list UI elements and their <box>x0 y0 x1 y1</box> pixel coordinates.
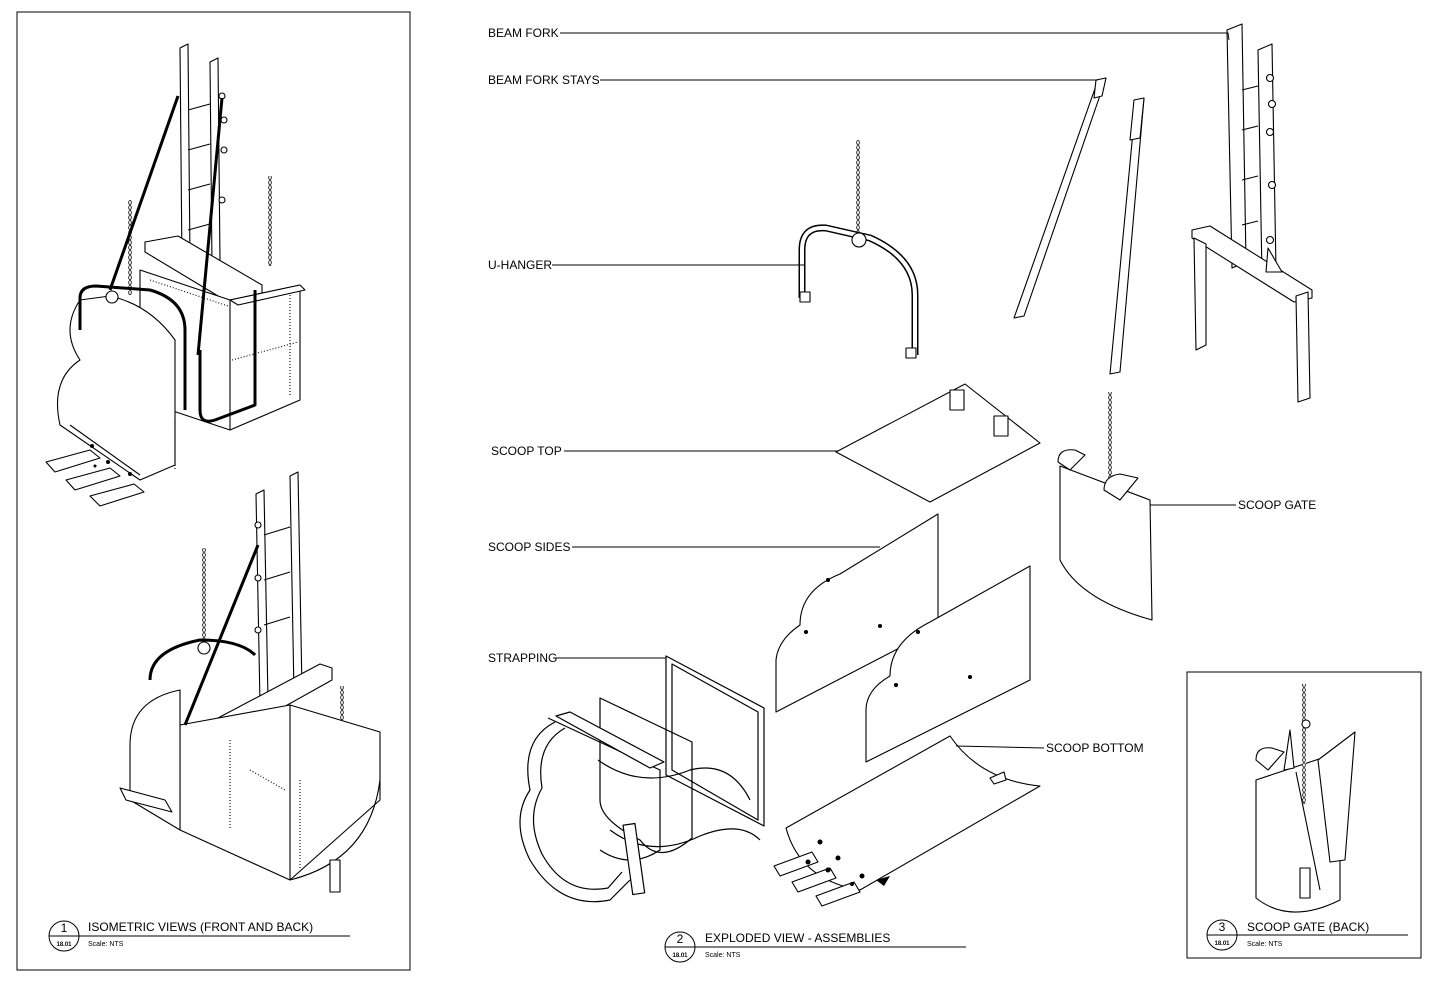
beam-fork-stays-part <box>1013 77 1145 375</box>
callout-beam-fork: BEAM FORK <box>488 26 559 40</box>
view2-scale: Scale: NTS <box>705 952 741 959</box>
callout-beam-fork-stays: BEAM FORK STAYS <box>488 73 600 87</box>
view1-title: ISOMETRIC VIEWS (FRONT AND BACK) <box>88 920 313 934</box>
view2-title-block: 2 18.01 EXPLODED VIEW - ASSEMBLIES Scale… <box>664 931 966 963</box>
view2-number: 2 <box>677 932 684 946</box>
view3-title-block: 3 18.01 SCOOP GATE (BACK) Scale: NTS <box>1206 919 1408 951</box>
callout-scoop-bottom: SCOOP BOTTOM <box>1046 741 1144 755</box>
scoop-bottom-part <box>773 735 1041 907</box>
leader-lines <box>552 32 1236 749</box>
strapping-part <box>519 655 765 903</box>
scoop-top-part <box>835 383 1041 503</box>
view1-title-block: 1 18.01 ISOMETRIC VIEWS (FRONT AND BACK)… <box>48 920 350 952</box>
scoop-gate-part <box>1057 392 1153 621</box>
beam-fork-part <box>1191 23 1313 403</box>
view3-title: SCOOP GATE (BACK) <box>1247 920 1369 934</box>
isometric-back-assembly <box>119 471 381 893</box>
view1-frame <box>16 11 411 971</box>
exploded-view-parts <box>519 23 1313 907</box>
isometric-front-assembly <box>45 43 306 507</box>
callout-u-hanger: U-HANGER <box>488 258 552 272</box>
callout-scoop-gate: SCOOP GATE <box>1238 498 1316 512</box>
view1-ref: 18.01 <box>56 942 72 948</box>
callout-scoop-top: SCOOP TOP <box>491 444 562 458</box>
view3-frame <box>1186 671 1422 959</box>
view2-ref: 18.01 <box>672 953 688 959</box>
view1-number: 1 <box>61 921 68 935</box>
callout-scoop-sides: SCOOP SIDES <box>488 540 570 554</box>
callout-strapping: STRAPPING <box>488 651 557 665</box>
u-hanger-part <box>798 140 919 359</box>
view1-scale: Scale: NTS <box>88 941 124 948</box>
view3-scale: Scale: NTS <box>1247 941 1283 948</box>
scoop-gate-back-part <box>1255 684 1356 913</box>
view3-number: 3 <box>1219 920 1226 934</box>
view2-title: EXPLODED VIEW - ASSEMBLIES <box>705 931 890 945</box>
view3-ref: 18.01 <box>1214 941 1230 947</box>
scoop-sides-part <box>775 513 1031 763</box>
